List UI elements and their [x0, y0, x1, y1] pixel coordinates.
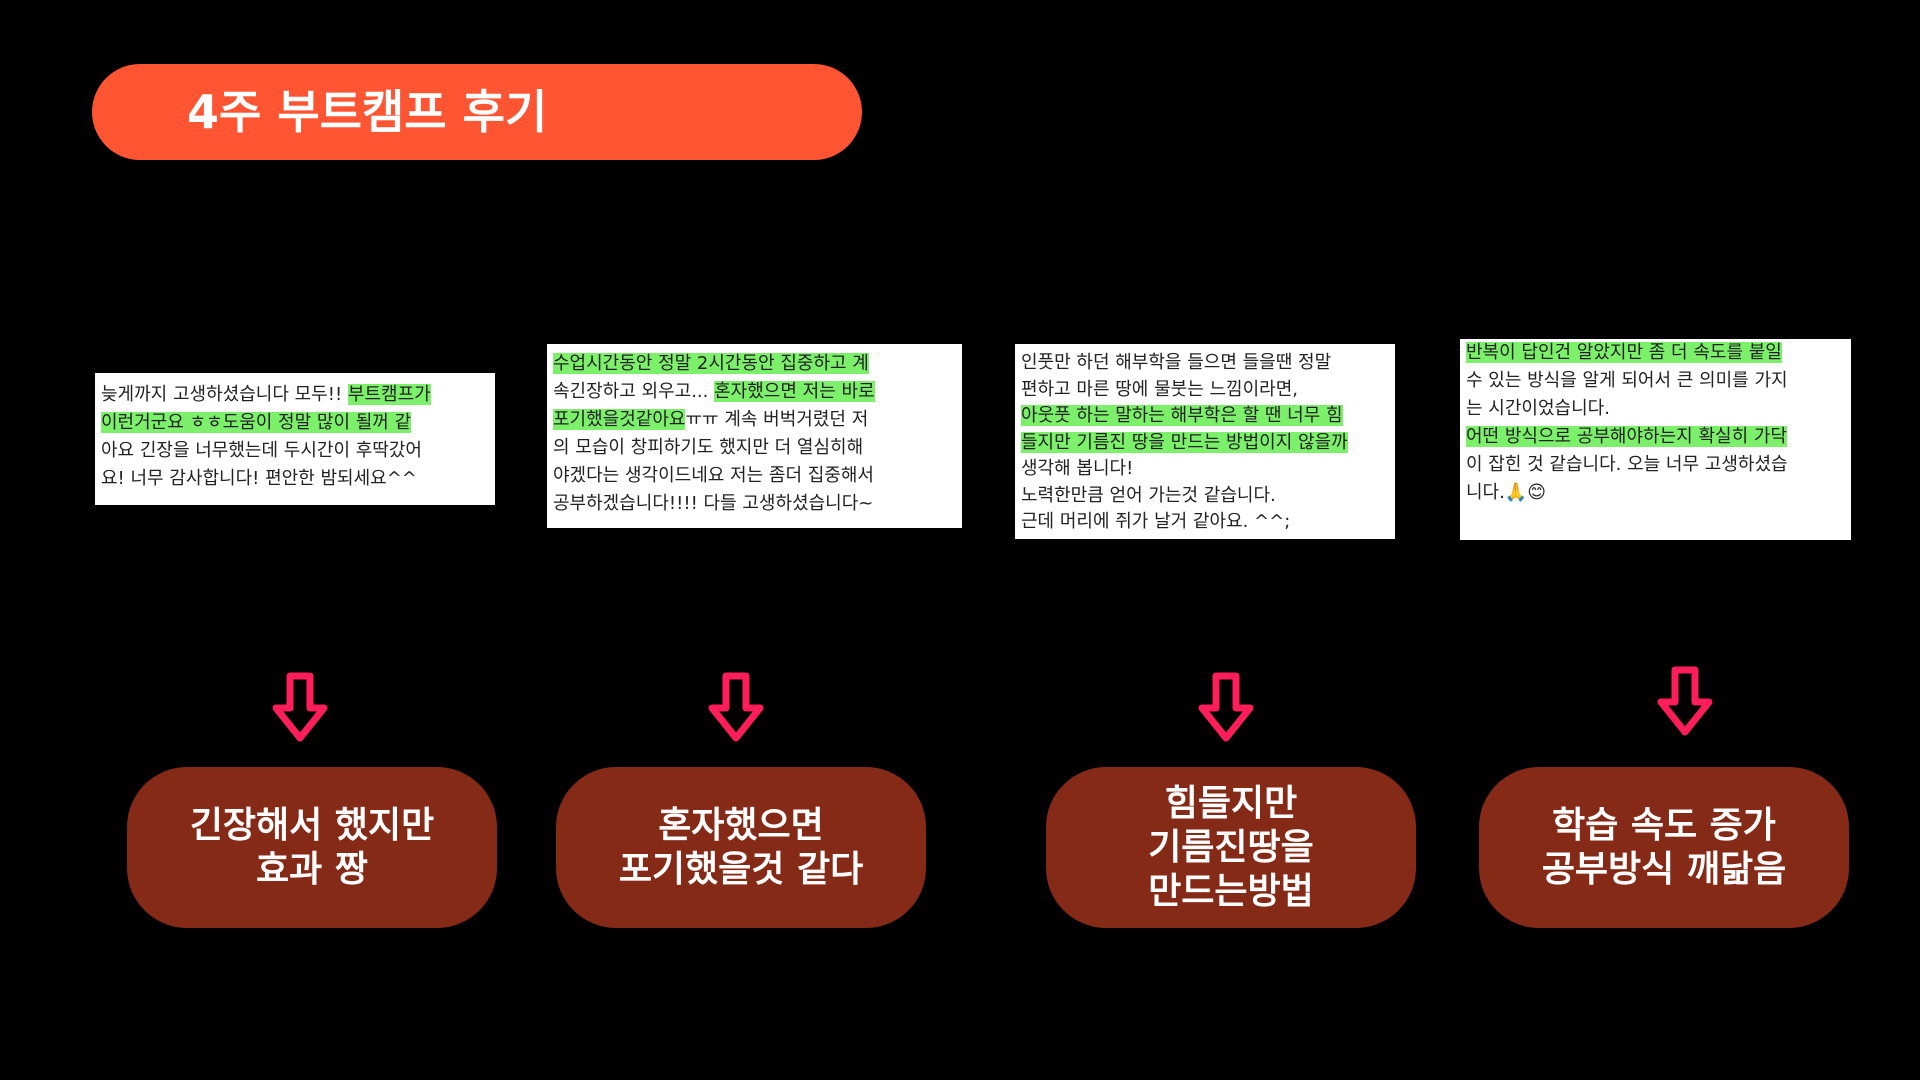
review-text: 늦게까지 고생하셨습니다 모두!! [101, 384, 348, 405]
review-line: 근데 머리에 쥐가 날거 같아요. ^^; [1021, 509, 1389, 536]
review-text: 요! 너무 감사합니다! 편안한 밤되세요^^ [101, 468, 417, 489]
highlighted-text: 부트캠프가 [347, 384, 431, 405]
down-arrow-icon [272, 672, 328, 742]
review-line: 들지만 기름진 땅을 만드는 방법이지 않을까 [1021, 430, 1389, 457]
review-text: 근데 머리에 쥐가 날거 같아요. ^^; [1021, 511, 1291, 532]
review-line: 속긴장하고 외우고... 혼자했으면 저는 바로 [553, 378, 956, 406]
review-line: 야겠다는 생각이드네요 저는 좀더 집중해서 [553, 462, 956, 490]
review-line: 니다.🙏😊 [1466, 479, 1845, 507]
review-text: 이 잡힌 것 같습니다. 오늘 너무 고생하셨습 [1466, 454, 1788, 475]
review-line: 노력한만큼 얻어 가는것 같습니다. [1021, 483, 1389, 510]
page-title: 4주 부트캠프 후기 [92, 64, 862, 160]
review-line: 인풋만 하던 해부학을 들으면 들을땐 정말 [1021, 350, 1389, 377]
review-text: 야겠다는 생각이드네요 저는 좀더 집중해서 [553, 465, 874, 486]
review-line: 는 시간이었습니다. [1466, 395, 1845, 423]
summary-box: 힘들지만 기름진땅을 만드는방법 [1046, 767, 1416, 928]
review-text: 노력한만큼 얻어 가는것 같습니다. [1021, 484, 1276, 506]
review-line: 요! 너무 감사합니다! 편안한 밤되세요^^ [101, 465, 489, 493]
highlighted-text: 아웃풋 하는 말하는 해부학은 할 땐 너무 힘 [1021, 405, 1343, 426]
review-text: 편하고 마른 땅에 물붓는 느낌이라면, [1021, 378, 1299, 400]
review-text: 속긴장하고 외우고... [553, 381, 715, 402]
review-line: 아요 긴장을 너무했는데 두시간이 후딱갔어 [101, 437, 489, 465]
review-line: 어떤 방식으로 공부해야하는지 확실히 가닥 [1466, 423, 1845, 451]
review-line: 수업시간동안 정말 2시간동안 집중하고 계 [553, 350, 956, 378]
highlighted-text: 반복이 답인건 알았지만 좀 더 속도를 붙일 [1466, 342, 1782, 363]
review-text: 생각해 봅니다! [1021, 458, 1134, 479]
highlighted-text: 이런거군요 ㅎㅎ도움이 정말 많이 될꺼 같 [101, 412, 412, 433]
review-line: 생각해 봅니다! [1021, 456, 1389, 483]
summary-box: 학습 속도 증가 공부방식 깨닮음 [1479, 767, 1849, 928]
review-line: 이 잡힌 것 같습니다. 오늘 너무 고생하셨습 [1466, 451, 1845, 479]
review-line: 의 모습이 창피하기도 했지만 더 열심히해 [553, 434, 956, 462]
review-line: 공부하겠습니다!!!! 다들 고생하셨습니다~ [553, 490, 956, 518]
review-line: 포기했을것같아요ㅠㅠ 계속 버벅거렸던 저 [553, 406, 956, 434]
down-arrow-icon [708, 672, 764, 742]
review-line: 반복이 답인건 알았지만 좀 더 속도를 붙일 [1466, 339, 1845, 367]
highlighted-text: 포기했을것같아요 [553, 409, 686, 430]
review-line: 늦게까지 고생하셨습니다 모두!! 부트캠프가 [101, 381, 489, 409]
review-text: ㅠㅠ 계속 버벅거렸던 저 [685, 409, 869, 430]
review-text: 수 있는 방식을 알게 되어서 큰 의미를 가지 [1466, 370, 1788, 391]
review-text: 니다.🙏😊 [1466, 482, 1547, 503]
review-text: 공부하겠습니다!!!! 다들 고생하셨습니다~ [553, 493, 874, 514]
summary-box: 긴장해서 했지만 효과 짱 [127, 767, 497, 928]
down-arrow-icon [1198, 672, 1254, 742]
highlighted-text: 수업시간동안 정말 2시간동안 집중하고 계 [553, 353, 869, 374]
review-line: 편하고 마른 땅에 물붓는 느낌이라면, [1021, 377, 1389, 404]
review-text: 아요 긴장을 너무했는데 두시간이 후딱갔어 [101, 440, 422, 461]
review-text: 는 시간이었습니다. [1466, 398, 1610, 419]
review-line: 수 있는 방식을 알게 되어서 큰 의미를 가지 [1466, 367, 1845, 395]
review-line: 아웃풋 하는 말하는 해부학은 할 땐 너무 힘 [1021, 403, 1389, 430]
highlighted-text: 어떤 방식으로 공부해야하는지 확실히 가닥 [1466, 426, 1787, 447]
review-text: 의 모습이 창피하기도 했지만 더 열심히해 [553, 437, 864, 458]
highlighted-text: 들지만 기름진 땅을 만드는 방법이지 않을까 [1021, 431, 1348, 453]
review-line: 이런거군요 ㅎㅎ도움이 정말 많이 될꺼 같 [101, 409, 489, 437]
review-card: 늦게까지 고생하셨습니다 모두!! 부트캠프가 이런거군요 ㅎㅎ도움이 정말 많… [95, 373, 495, 505]
highlighted-text: 혼자했으면 저는 바로 [714, 381, 875, 402]
review-text: 인풋만 하던 해부학을 들으면 들을땐 정말 [1021, 352, 1332, 373]
down-arrow-icon [1657, 666, 1713, 736]
summary-box: 혼자했으면 포기했을것 같다 [556, 767, 926, 928]
